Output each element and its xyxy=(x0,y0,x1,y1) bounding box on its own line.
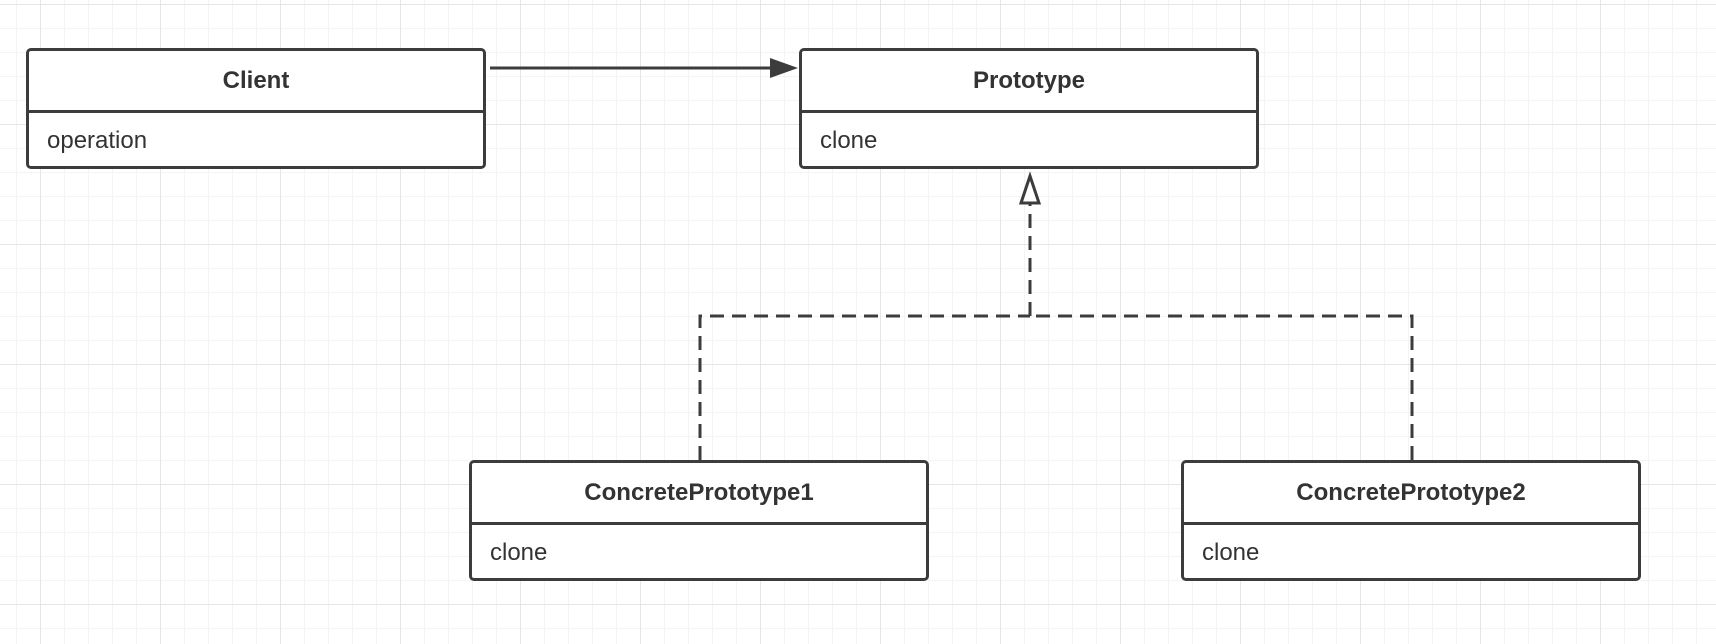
realization-arrowhead xyxy=(1018,171,1042,205)
class-operation: operation xyxy=(47,127,148,154)
class-name: ConcretePrototype1 xyxy=(472,463,926,525)
association-arrowhead xyxy=(770,58,798,78)
class-operation: clone xyxy=(1202,539,1260,566)
class-concrete-prototype-2[interactable]: ConcretePrototype2 clone xyxy=(1181,460,1641,581)
class-name: Prototype xyxy=(802,51,1256,113)
class-operation: clone xyxy=(820,127,878,154)
association-client-prototype[interactable] xyxy=(490,58,798,78)
realization-line-concrete2 xyxy=(1030,314,1414,460)
class-concrete-prototype-1[interactable]: ConcretePrototype1 clone xyxy=(469,460,929,581)
class-prototype[interactable]: Prototype clone xyxy=(799,48,1259,169)
class-name: ConcretePrototype2 xyxy=(1184,463,1638,525)
class-name: Client xyxy=(29,51,483,113)
class-client[interactable]: Client operation xyxy=(26,48,486,169)
realization-connector[interactable] xyxy=(698,171,1414,460)
realization-line-concrete1 xyxy=(698,314,1030,460)
class-operation: clone xyxy=(490,539,548,566)
